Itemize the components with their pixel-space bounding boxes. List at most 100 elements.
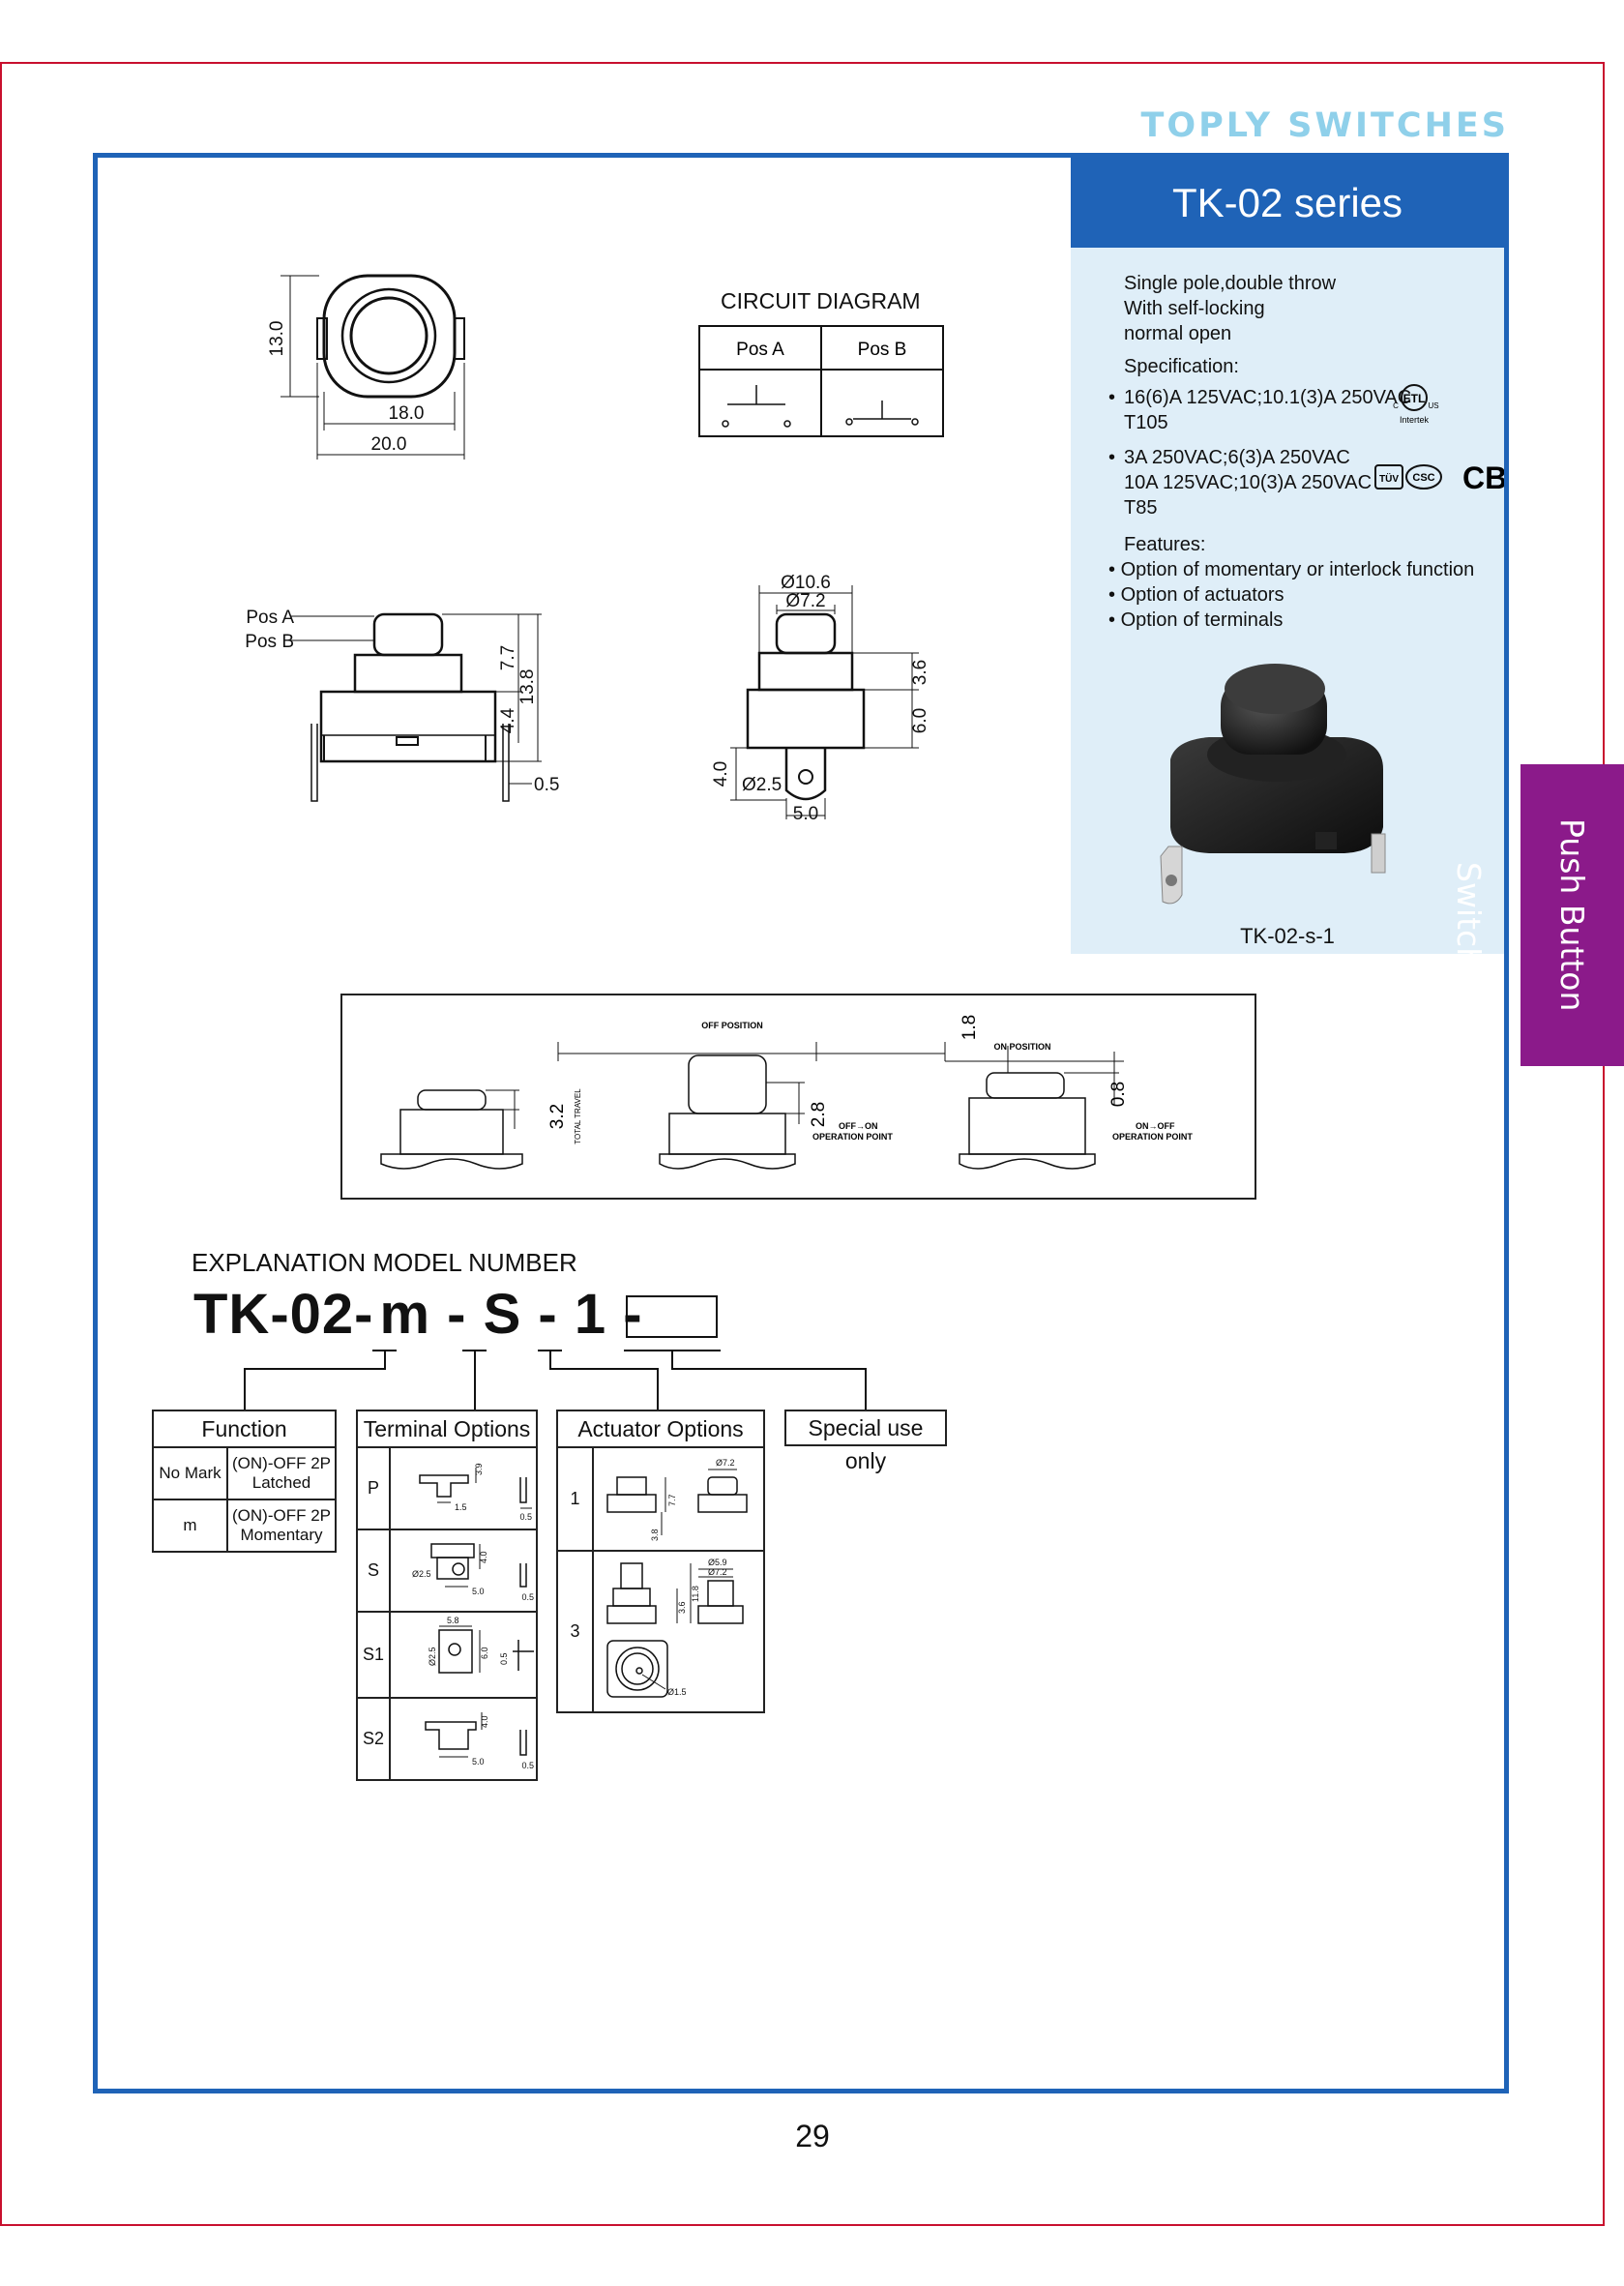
- description-line: normal open: [1124, 323, 1232, 344]
- switch-open-symbol: [722, 385, 791, 428]
- dim-a1-d7-2: Ø7.2: [716, 1458, 735, 1468]
- model-number: TK-02-m - S - 1 -: [193, 1283, 643, 1346]
- dim-side-0-5: 0.5: [534, 775, 559, 795]
- dim-top-height: 13.0: [267, 321, 287, 357]
- total-travel-label: TOTAL TRAVEL: [574, 1088, 582, 1144]
- actuator-code: 1: [556, 1446, 594, 1552]
- dim-s-0-5: 0.5: [521, 1592, 534, 1602]
- operation-point-label-2: OPERATION POINT: [1112, 1132, 1193, 1142]
- spec-line: 10A 125VAC;10(3)A 250VAC: [1124, 472, 1373, 493]
- terminal-drawing-s2: 4.0 5.0 0.5: [389, 1697, 538, 1781]
- terminal-options-table: Terminal Options P 3.9 1.5 0.5 S: [356, 1410, 538, 1781]
- model-actuator-code: 1: [574, 1283, 607, 1346]
- spec-line: T85: [1124, 497, 1158, 519]
- dim-s-d2-5: Ø2.5: [412, 1569, 431, 1579]
- dim-s2-0-5: 0.5: [521, 1761, 534, 1770]
- table-row: P 3.9 1.5 0.5: [356, 1446, 538, 1530]
- circuit-pos-a: Pos A: [736, 340, 784, 360]
- model-connector-lines: [244, 1350, 867, 1410]
- photo-caption: TK-02-s-1: [1240, 924, 1335, 948]
- dim-s-5-0: 5.0: [472, 1587, 485, 1596]
- terminal-drawing-s: 4.0 Ø2.5 5.0 0.5: [389, 1529, 538, 1613]
- dim-front-3-6: 3.6: [910, 660, 930, 685]
- on-off-label: ON→OFF: [1136, 1121, 1175, 1131]
- model-prefix: TK-02-: [193, 1283, 374, 1346]
- dim-s2-4-0: 4.0: [480, 1715, 489, 1728]
- dim-side-7-7: 7.7: [498, 645, 518, 670]
- intertek-text: Intertek: [1400, 415, 1430, 425]
- dim-travel-1-8: 1.8: [960, 1015, 980, 1040]
- dim-s2-5-0: 5.0: [472, 1757, 485, 1766]
- series-title: TK-02 series: [1071, 158, 1504, 248]
- dim-p-3-9: 3.9: [474, 1463, 484, 1475]
- dim-front-d10-6: Ø10.6: [781, 573, 831, 593]
- dim-front-d2-5: Ø2.5: [742, 775, 782, 795]
- dim-travel-2-8: 2.8: [809, 1102, 829, 1127]
- c-text: C: [1393, 401, 1399, 410]
- dim-a3-d7-2: Ø7.2: [708, 1567, 727, 1577]
- model-function-code: m: [379, 1283, 431, 1346]
- function-desc: (ON)-OFF 2P Momentary: [226, 1499, 337, 1553]
- features-block: Features: • Option of momentary or inter…: [1108, 534, 1475, 631]
- csc-mark: CSC: [1405, 464, 1442, 490]
- terminal-code: S1: [356, 1611, 391, 1699]
- circuit-title: CIRCUIT DIAGRAM: [721, 288, 921, 313]
- side-pos-b-label: Pos B: [245, 632, 294, 652]
- off-position-label: OFF POSITION: [701, 1021, 763, 1030]
- dim-front-6-0: 6.0: [910, 708, 930, 733]
- table-row: S2 4.0 5.0 0.5: [356, 1697, 538, 1781]
- dim-s1-d2-5: Ø2.5: [428, 1647, 437, 1666]
- table-row: m (ON)-OFF 2P Momentary: [152, 1499, 337, 1553]
- circuit-pos-b: Pos B: [858, 340, 907, 360]
- dim-p-1-5: 1.5: [455, 1502, 467, 1512]
- dim-top-width-outer: 20.0: [371, 434, 407, 455]
- switch-closed-symbol: [845, 401, 919, 426]
- circuit-diagram: Pos A Pos B: [698, 325, 944, 437]
- dim-side-13-8: 13.8: [517, 669, 538, 705]
- side-tab[interactable]: [1521, 764, 1624, 1066]
- special-use-box: Special use only: [784, 1410, 947, 1473]
- feature-item: Option of terminals: [1120, 609, 1284, 631]
- actuator-drawing-3: Ø5.9 Ø7.2 3.6 11.8 Ø1.5: [592, 1550, 765, 1713]
- side-tab-label: Push Button Switch: [1450, 818, 1591, 1012]
- dim-travel-3-2: 3.2: [547, 1104, 568, 1129]
- csc-text: CSC: [1412, 472, 1434, 484]
- function-table: Function No Mark (ON)-OFF 2P Latched m (…: [152, 1410, 337, 1553]
- terminal-code: S2: [356, 1697, 391, 1781]
- spec-item-2: • 3A 250VAC;6(3)A 250VAC 10A 125VAC;10(3…: [1108, 447, 1373, 519]
- dim-a3-11-8: 11.8: [691, 1586, 700, 1602]
- brand-header: TOPLY SWITCHES: [1140, 106, 1509, 145]
- description-line: With self-locking: [1124, 298, 1265, 319]
- dim-a3-d5-9: Ø5.9: [708, 1558, 727, 1567]
- table-row: 3 Ø5.9 Ø7.2 3.6 11.8 Ø1.5: [556, 1550, 765, 1713]
- spec-line: 16(6)A 125VAC;10.1(3)A 250VAC: [1124, 387, 1412, 408]
- function-code: m: [152, 1499, 228, 1553]
- dim-front-5-0: 5.0: [793, 804, 818, 824]
- content-frame: [93, 153, 1509, 2093]
- dim-a1-7-7: 7.7: [667, 1494, 677, 1506]
- model-terminal-code: S: [483, 1283, 522, 1346]
- description-line: Single pole,double throw: [1124, 273, 1337, 294]
- terminal-options-title: Terminal Options: [356, 1410, 538, 1448]
- table-row: S1 5.8 Ø2.5 6.0 0.5: [356, 1611, 538, 1699]
- page-border: [0, 62, 1605, 2226]
- terminal-code: S: [356, 1529, 391, 1613]
- dim-s-4-0: 4.0: [479, 1551, 488, 1563]
- dim-s1-5-8: 5.8: [447, 1616, 459, 1625]
- side-view-drawing: Pos A Pos B 7.7 13.8 4.4 0.5: [245, 608, 559, 802]
- cert-marks: ETL C US Intertek TÜV CSC CB: [1374, 384, 1504, 495]
- dim-p-0-5: 0.5: [519, 1512, 532, 1522]
- actuator-drawing-1: Ø7.2 7.7 3.8: [592, 1446, 765, 1552]
- etl-intertek-mark: ETL C US Intertek: [1393, 384, 1439, 425]
- page-number: 29: [795, 2119, 830, 2153]
- spec-item-1: • 16(6)A 125VAC;10.1(3)A 250VAC T105: [1108, 387, 1412, 433]
- function-title: Function: [152, 1410, 337, 1448]
- spec-line: T105: [1124, 412, 1168, 433]
- actuator-code: 3: [556, 1550, 594, 1713]
- terminal-code: P: [356, 1446, 391, 1530]
- table-row: S 4.0 Ø2.5 5.0 0.5: [356, 1529, 538, 1613]
- dim-s1-6-0: 6.0: [480, 1647, 489, 1659]
- model-special-box: [626, 1295, 718, 1338]
- operation-point-label-1: OPERATION POINT: [812, 1132, 893, 1142]
- features-label: Features:: [1124, 534, 1206, 555]
